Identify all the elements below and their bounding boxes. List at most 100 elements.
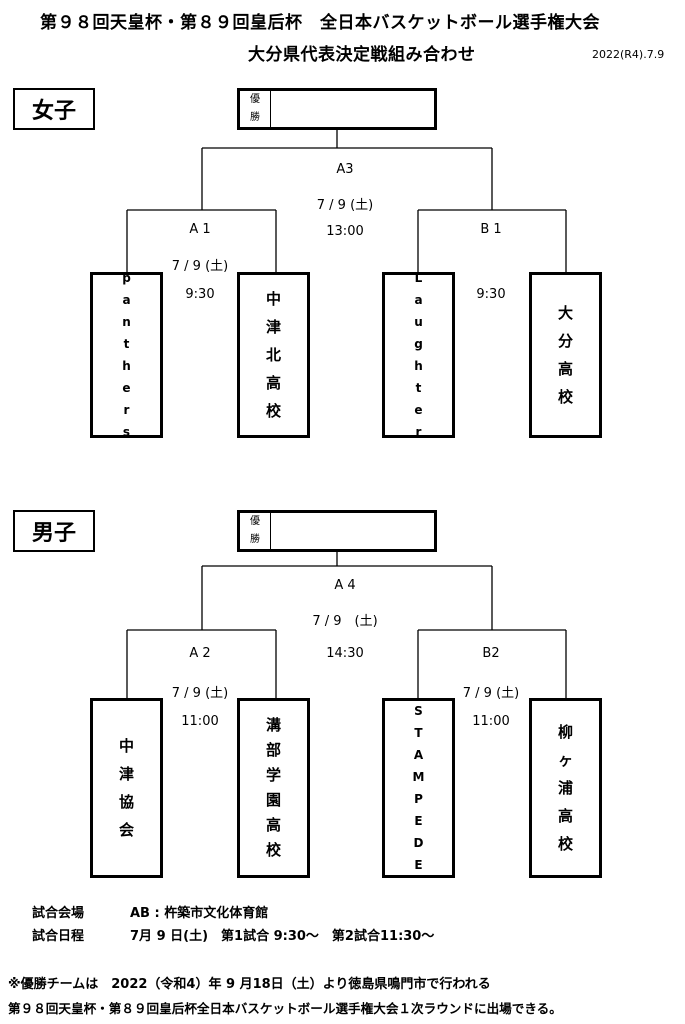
women-semi-a-time: 9:30 xyxy=(185,287,215,302)
team-name-char: 分 xyxy=(557,332,573,350)
team-name-char: n xyxy=(122,315,131,329)
winner-label-top: 優 xyxy=(250,94,260,105)
winner-label: 優 勝 xyxy=(240,91,271,127)
team-name-char: 津 xyxy=(265,318,281,336)
men-semi-b-bracket-line xyxy=(417,629,567,698)
team-name-char: D xyxy=(413,836,424,850)
men-semi-a-code: A 2 xyxy=(189,646,211,661)
team-name-char: a xyxy=(414,293,423,307)
team-name-char: 園 xyxy=(265,791,281,809)
team-box-yanagigaura: 柳 ヶ 浦 高 校 xyxy=(529,698,602,878)
men-semi-a-date: 7 / 9 (土) xyxy=(171,686,229,701)
women-semi-a-date: 7 / 9 (土) xyxy=(171,259,229,274)
team-name-char: 浦 xyxy=(557,779,573,797)
team-name-char: 校 xyxy=(557,835,573,853)
women-section-label: 女子 xyxy=(13,88,95,130)
team-name-char: P xyxy=(414,792,423,806)
winner-label-bottom: 勝 xyxy=(250,112,260,123)
team-name-char: A xyxy=(413,748,424,762)
page-subtitle: 大分県代表決定戦組み合わせ xyxy=(248,45,476,65)
team-name-char: 高 xyxy=(265,374,281,392)
women-semi-b-time: 9:30 xyxy=(476,287,506,302)
women-winner-box: 優 勝 xyxy=(237,88,437,130)
team-name-char: h xyxy=(414,359,423,373)
team-name-char: 北 xyxy=(265,346,281,364)
team-box-nakatsu-kita: 中 津 北 高 校 xyxy=(237,272,310,438)
women-final-time: 13:00 xyxy=(326,224,364,239)
team-name-char: s xyxy=(122,425,131,439)
men-section-label: 男子 xyxy=(13,510,95,552)
venue-value: AB : 杵築市文化体育館 xyxy=(130,906,269,921)
team-name-char: E xyxy=(414,814,423,828)
women-semi-a-code: A 1 xyxy=(189,222,211,237)
team-name-char: 大 xyxy=(557,304,573,322)
men-semi-a-time: 11:00 xyxy=(181,714,219,729)
team-box-stampede: S T A M P E D E xyxy=(382,698,455,878)
team-name-char: e xyxy=(414,403,423,417)
team-name-char: t xyxy=(415,381,422,395)
team-name-char: 校 xyxy=(265,402,281,420)
winner-slot xyxy=(271,513,434,549)
team-name-char: 高 xyxy=(557,360,573,378)
winner-slot xyxy=(271,91,434,127)
schedule-value: 7月 9 日(土) 第1試合 9:30～ 第2試合11:30～ xyxy=(130,929,435,944)
team-name-char: 津 xyxy=(118,765,134,783)
women-final-code: A3 xyxy=(336,162,354,177)
men-final-date: 7 / 9 (土) xyxy=(312,614,378,629)
men-semi-b-code: B2 xyxy=(482,646,500,661)
men-semi-b-date: 7 / 9 (土) xyxy=(462,686,520,701)
team-name-char: u xyxy=(414,315,423,329)
women-semi-a-bracket-line xyxy=(126,209,277,272)
team-name-char: 高 xyxy=(557,807,573,825)
team-name-char: 部 xyxy=(265,741,281,759)
team-name-char: r xyxy=(123,403,130,417)
team-name-char: p xyxy=(122,271,131,285)
women-final-bracket-line xyxy=(201,128,493,210)
women-final-date: 7 / 9 (土) xyxy=(316,198,374,213)
team-name-char: 中 xyxy=(118,737,134,755)
team-box-panthers: p a n t h e r s xyxy=(90,271,163,439)
team-name-char: L xyxy=(414,271,423,285)
team-name-char: h xyxy=(122,359,131,373)
team-box-oita: 大 分 高 校 xyxy=(529,272,602,438)
team-name-char: r xyxy=(415,425,422,439)
team-name-char: M xyxy=(412,770,425,784)
winner-label-top: 優 xyxy=(250,516,260,527)
date-stamp: 2022(R4).7.9 xyxy=(592,48,665,61)
men-final-bracket-line xyxy=(201,550,493,630)
team-name-char: 高 xyxy=(265,816,281,834)
team-name-char: 学 xyxy=(265,766,281,784)
team-box-mizobe-gakuen: 溝 部 学 園 高 校 xyxy=(237,698,310,878)
team-name-char: a xyxy=(122,293,131,307)
team-name-char: e xyxy=(122,381,131,395)
winner-label-bottom: 勝 xyxy=(250,534,260,545)
team-name-char: g xyxy=(414,337,423,351)
team-name-char: 柳 xyxy=(557,723,573,741)
team-name-char: T xyxy=(414,726,423,740)
footnote-line-1: ※優勝チームは 2022（令和4）年 9 月18日（土）より徳島県鳴門市で行われ… xyxy=(8,977,491,992)
team-name-char: 会 xyxy=(118,821,134,839)
team-name-char: t xyxy=(123,337,130,351)
women-semi-b-code: B 1 xyxy=(480,222,502,237)
women-semi-b-bracket-line xyxy=(417,209,567,272)
schedule-label: 試合日程 xyxy=(32,929,85,944)
men-final-code: A 4 xyxy=(334,578,356,593)
men-semi-a-bracket-line xyxy=(126,629,277,698)
team-box-laughter: L a u g h t e r xyxy=(382,271,455,439)
men-final-time: 14:30 xyxy=(326,646,364,661)
footnote-line-2: 第９８回天皇杯・第８９回皇后杯全日本バスケットボール選手権大会１次ラウンドに出場… xyxy=(8,1001,562,1016)
team-name-char: 溝 xyxy=(265,716,281,734)
team-name-char: 校 xyxy=(265,841,281,859)
page-title: 第９８回天皇杯・第８９回皇后杯 全日本バスケットボール選手権大会 xyxy=(40,13,600,33)
team-box-nakatsu-kyokai: 中 津 協 会 xyxy=(90,698,163,878)
team-name-char: 校 xyxy=(557,388,573,406)
team-name-char: 中 xyxy=(265,290,281,308)
team-name-char: E xyxy=(414,858,423,872)
venue-label: 試合会場 xyxy=(32,906,85,921)
team-name-char: S xyxy=(414,704,423,718)
men-semi-b-time: 11:00 xyxy=(472,714,510,729)
men-winner-box: 優 勝 xyxy=(237,510,437,552)
team-name-char: 協 xyxy=(118,793,134,811)
team-name-char: ヶ xyxy=(557,751,573,769)
